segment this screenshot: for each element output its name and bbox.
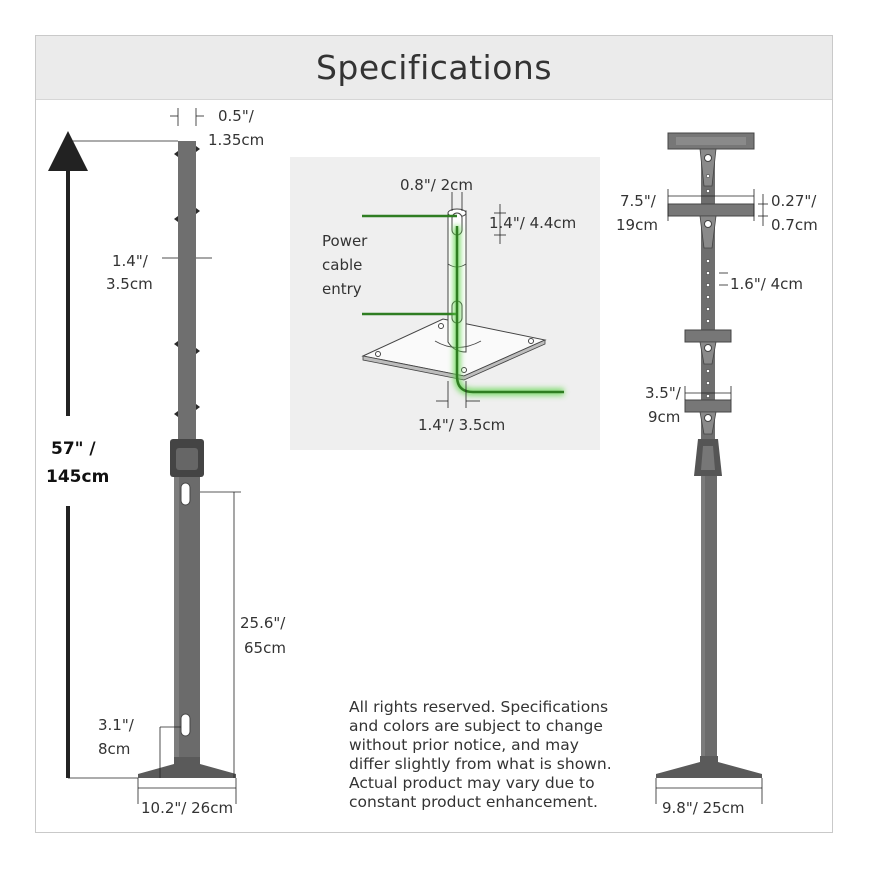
second-bracket [667, 203, 755, 217]
pole-notches [174, 146, 200, 417]
disclaimer-line: All rights reserved. Specifications [349, 698, 609, 716]
slot-width-label: 0.8"/ 2cm [400, 176, 473, 194]
left-stand-view: 0.5"/ 1.35cm 1.4"/ 3.5cm 57" / 145cm 25.… [46, 107, 286, 817]
lower-cable-slot [180, 713, 191, 737]
hole-spacing-label: 1.6"/ 4cm [730, 275, 803, 293]
disclaimer-line: constant product enhancement. [349, 793, 598, 811]
right-base-width-label: 9.8"/ 25cm [662, 799, 745, 817]
adjustment-holes [706, 174, 710, 398]
product-diagram: 0.5"/ 1.35cm 1.4"/ 3.5cm 57" / 145cm 25.… [46, 107, 818, 817]
upper-pole [178, 141, 196, 441]
pole-diameter-label: 1.4"/ [112, 252, 149, 270]
top-bracket-arm [699, 148, 717, 187]
bracket-width-label: 7.5"/ [620, 192, 657, 210]
disclaimer-line: differ slightly from what is shown. [349, 755, 612, 773]
page-title: Specifications [315, 48, 553, 87]
power-cable [362, 212, 564, 396]
right-stand-view: 7.5"/ 19cm 0.27"/ 0.7cm 1.6"/ 4cm 3.5"/ … [616, 132, 818, 817]
pole-diameter-label-cm: 3.5cm [106, 275, 153, 293]
small-bracket-label: 3.5"/ [645, 384, 682, 402]
disclaimer-text: All rights reserved. Specifications and … [349, 698, 649, 812]
disclaimer-line: and colors are subject to change [349, 717, 603, 735]
right-base [656, 756, 762, 778]
cable-entry-detail: 0.8"/ 2cm 1.4"/ 4.4cm Power cable entry … [290, 157, 600, 450]
pole-width-label-cm: 1.35cm [208, 131, 264, 149]
small-bracket-label-cm: 9cm [648, 408, 680, 426]
cable-entry-label-2: cable [322, 256, 362, 274]
pole-width-label: 0.5"/ [218, 107, 255, 125]
spec-sheet: Specifications [35, 35, 833, 833]
left-base [138, 757, 236, 778]
disclaimer-line: without prior notice, and may [349, 736, 579, 754]
bracket-width-label-cm: 19cm [616, 216, 658, 234]
bracket-thickness-label: 0.27"/ [771, 192, 817, 210]
disclaimer-line: Actual product may vary due to [349, 774, 595, 792]
bracket-thickness-label-cm: 0.7cm [771, 216, 818, 234]
cable-entry-label-3: entry [322, 280, 362, 298]
base-width-label: 10.2"/ 26cm [141, 799, 233, 817]
lower-height-label-cm: 65cm [244, 639, 286, 657]
upper-cable-slot [180, 482, 191, 506]
cable-entry-label-1: Power [322, 232, 368, 250]
mid-bracket [684, 329, 732, 343]
slot-height-label: 3.1"/ [98, 716, 135, 734]
header-bar: Specifications [36, 36, 832, 100]
detail-panel [290, 157, 600, 450]
small-bracket [684, 399, 732, 413]
detail-pole-diameter-label: 1.4"/ 3.5cm [418, 416, 505, 434]
lower-height-label: 25.6"/ [240, 614, 286, 632]
total-height-label-cm: 145cm [46, 467, 109, 487]
slot-length-label: 1.4"/ 4.4cm [489, 214, 576, 232]
total-height-label: 57" / [51, 439, 96, 459]
slot-height-label-cm: 8cm [98, 740, 130, 758]
